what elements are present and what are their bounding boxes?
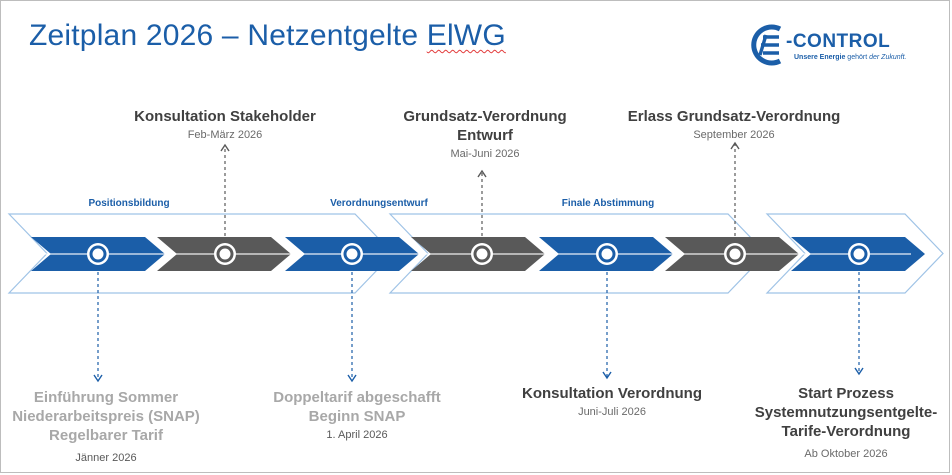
- page-title: Zeitplan 2026 – Netzentgelte ElWG: [29, 19, 506, 53]
- milestone-title: Doppeltarif abgeschafft: [273, 389, 441, 406]
- milestone-title: Einführung Sommer: [33, 389, 179, 406]
- milestone-title: Erlass Grundsatz-Verordnung: [627, 108, 841, 125]
- milestone-marker-dot: [476, 248, 488, 260]
- milestone-erlass-grundsatz-verordnung: Erlass Grundsatz-Verordnung September 20…: [628, 107, 841, 142]
- phase-label-verordnungsentwurf: Verordnungsentwurf: [330, 198, 428, 209]
- milestone-date: Mai-Juni 2026: [450, 148, 520, 160]
- milestone-start-prozess: Start Prozess Systemnutzungsentgelte- Ta…: [755, 384, 938, 461]
- milestone-date: Ab Oktober 2026: [804, 448, 888, 460]
- milestone-doppeltarif-abgeschafft: Doppeltarif abgeschafft Beginn SNAP 1. A…: [273, 388, 441, 442]
- page-title-main: Zeitplan 2026 – Netzentgelte: [29, 19, 427, 52]
- milestone-title-line2: Niederarbeitspreis (SNAP): [12, 408, 200, 425]
- milestone-marker-dot: [346, 248, 358, 260]
- connector-einfuehrung-snap-arrowhead: [93, 374, 103, 383]
- milestone-title-line2: Systemnutzungsentgelte-: [754, 404, 938, 421]
- milestone-marker-dot: [853, 248, 865, 260]
- milestone-title: Grundsatz-Verordnung: [403, 108, 567, 125]
- milestone-einfuehrung-snap: Einführung Sommer Niederarbeitspreis (SN…: [12, 388, 200, 465]
- milestone-title: Konsultation Stakeholder: [134, 108, 316, 125]
- page-title-underlined: ElWG: [426, 19, 506, 52]
- milestone-title-line2: Beginn SNAP: [308, 408, 406, 425]
- phase-label-positionsbildung: Positionsbildung: [88, 198, 170, 209]
- milestone-date: Feb-März 2026: [187, 129, 263, 141]
- connector-konsultation-verordnung-arrowhead: [602, 371, 612, 380]
- milestone-date: Jänner 2026: [75, 452, 137, 464]
- milestone-marker-dot: [219, 248, 231, 260]
- milestone-date: 1. April 2026: [326, 429, 388, 441]
- milestone-konsultation-verordnung: Konsultation Verordnung Juni-Juli 2026: [522, 384, 702, 419]
- milestone-marker-dot: [92, 248, 104, 260]
- milestone-date: September 2026: [693, 129, 775, 141]
- logo-tagline: Unsere Energie gehört der Zukunft.: [794, 54, 907, 61]
- milestone-title-line3: Tarife-Verordnung: [781, 423, 911, 440]
- milestone-marker-dot: [601, 248, 613, 260]
- milestone-marker-dot: [729, 248, 741, 260]
- phase-label-finale-abstimmung: Finale Abstimmung: [561, 198, 655, 209]
- econtrol-logo: -CONTROL Unsere Energie gehört der Zukun…: [746, 21, 916, 69]
- milestone-title: Konsultation Verordnung: [522, 385, 702, 402]
- milestone-konsultation-stakeholder: Konsultation Stakeholder Feb-März 2026: [134, 107, 316, 142]
- logo-name: -CONTROL: [786, 31, 891, 52]
- milestone-date: Juni-Juli 2026: [578, 406, 646, 418]
- connector-konsultation-stakeholder-arrowhead: [220, 143, 230, 152]
- milestone-title-line3: Regelbarer Tarif: [49, 427, 163, 444]
- econtrol-logo-mark-icon: [751, 24, 782, 66]
- milestone-grundsatz-verordnung-entwurf: Grundsatz-Verordnung Entwurf Mai-Juni 20…: [403, 107, 566, 161]
- connector-start-prozess-arrowhead: [854, 367, 864, 376]
- milestone-title: Start Prozess: [798, 385, 894, 402]
- milestone-title-line2: Entwurf: [457, 127, 513, 144]
- connector-erlass-arrowhead: [730, 141, 740, 150]
- connector-grundsatz-entwurf-arrowhead: [477, 169, 487, 178]
- connector-doppeltarif-arrowhead: [347, 374, 357, 383]
